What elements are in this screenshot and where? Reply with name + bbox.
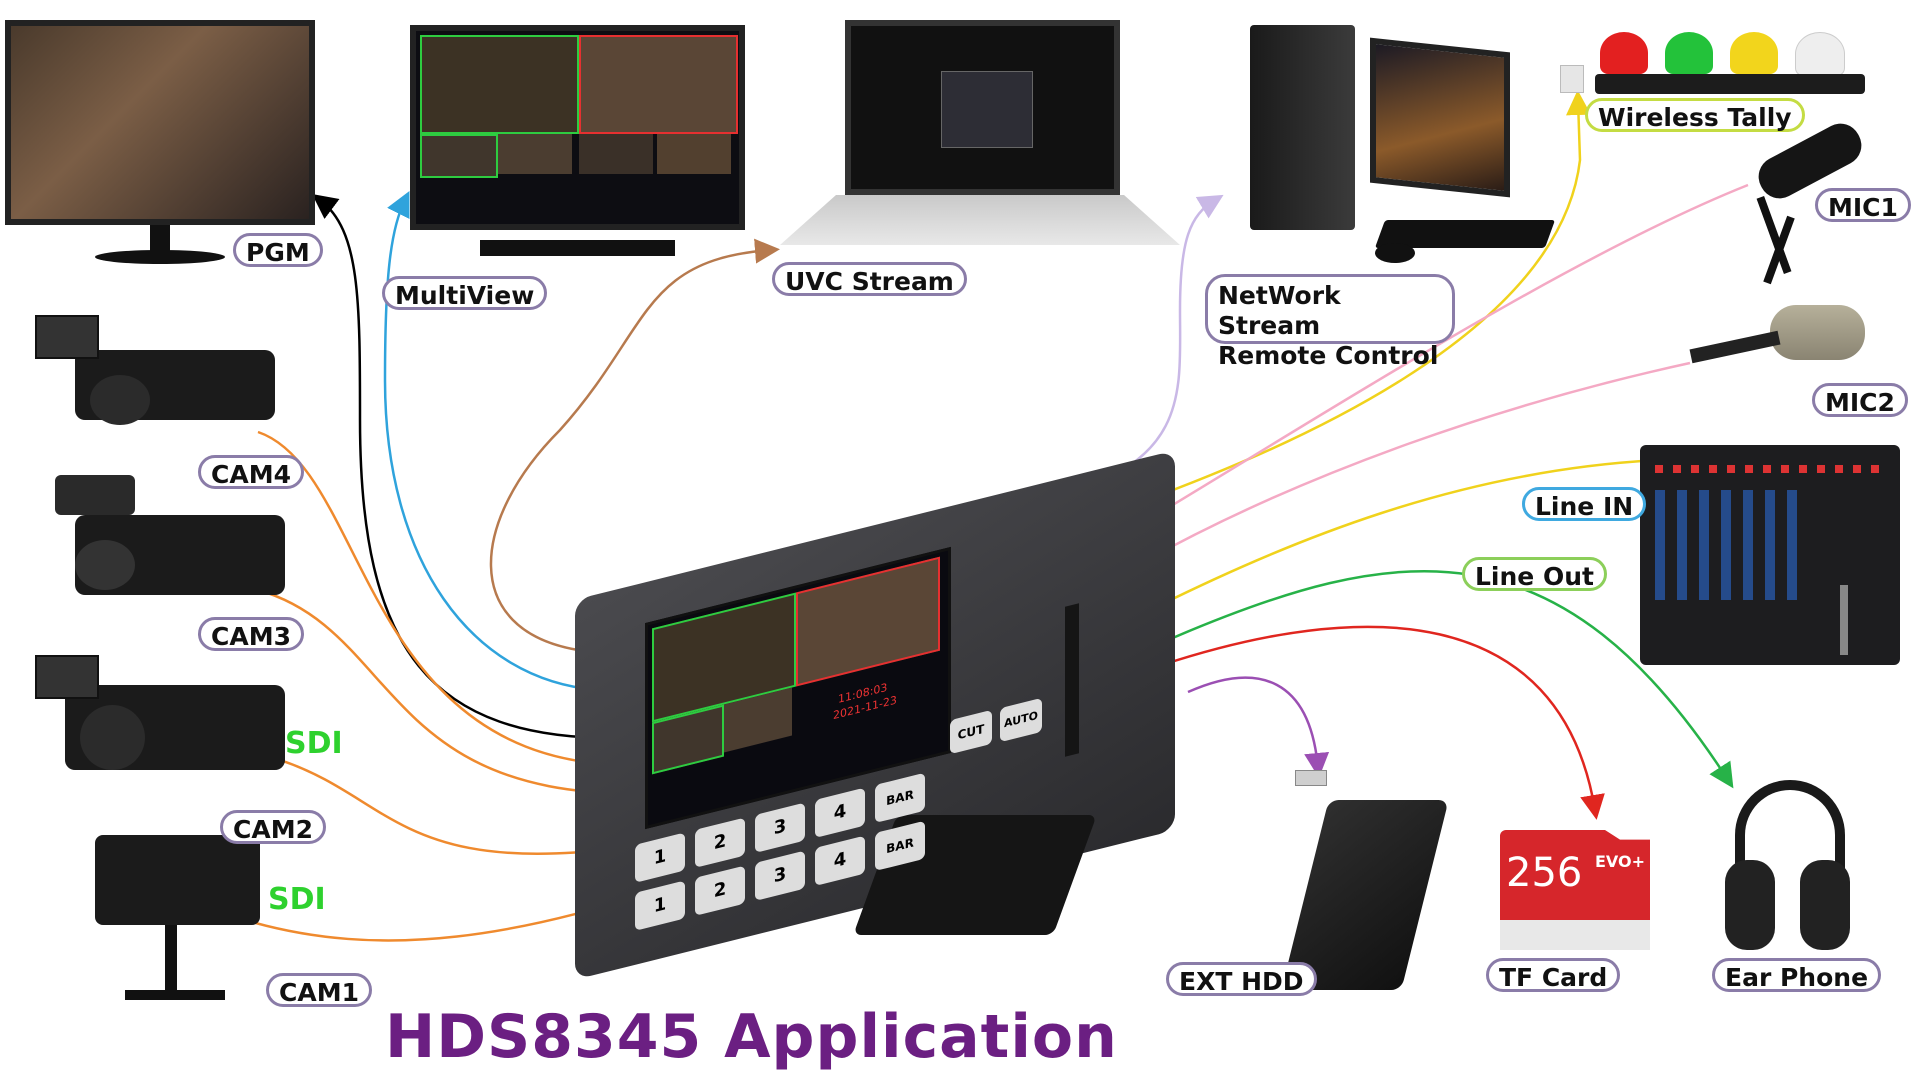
network-stream-label: NetWork Stream Remote Control <box>1205 274 1455 370</box>
uvc-wire <box>489 238 780 652</box>
tf-card-capacity: 256 <box>1506 850 1583 896</box>
sdi-label-2: SDI <box>268 882 326 917</box>
cam2-camera <box>35 640 295 785</box>
ext-hdd-label: EXT HDD <box>1166 962 1317 996</box>
external-hdd <box>1281 770 1460 1000</box>
multiview-monitor <box>410 25 745 260</box>
hds8345-device: 11:08:03 2021-11-23 1 2 3 4 BAR 1 2 3 4 … <box>575 450 1195 980</box>
line-in-wire <box>1131 458 1661 620</box>
button-pvw-1[interactable]: 1 <box>635 880 685 931</box>
cam3-wire <box>257 588 670 807</box>
button-bar-2[interactable]: BAR <box>875 820 925 872</box>
cam3-camera <box>55 465 295 610</box>
button-pvw-3[interactable]: 3 <box>755 850 805 901</box>
network-stream-line2: Remote Control <box>1218 341 1439 370</box>
t-bar[interactable] <box>1065 603 1079 757</box>
button-pvw-2[interactable]: 2 <box>695 865 745 916</box>
cam2-label: CAM2 <box>220 810 326 844</box>
tf-card-label: TF Card <box>1486 958 1621 992</box>
hdd-wire <box>1187 676 1330 778</box>
laptop <box>780 20 1180 260</box>
audio-mixer <box>1640 445 1900 665</box>
wireless-tally-label: Wireless Tally <box>1585 98 1805 132</box>
uvc-stream-label: UVC Stream <box>772 262 967 296</box>
tally-wire <box>1074 90 1591 527</box>
network-stream-line1: NetWork Stream <box>1218 281 1341 340</box>
cam3-label: CAM3 <box>198 617 304 651</box>
ear-phone-label: Ear Phone <box>1712 958 1882 992</box>
mic2 <box>1689 300 1875 390</box>
line-out-label: Line Out <box>1462 557 1607 591</box>
cam4-label: CAM4 <box>198 455 304 489</box>
cam1-label: CAM1 <box>266 973 372 1007</box>
multiview-label: MultiView <box>382 276 548 310</box>
tally-lights <box>1560 30 1870 100</box>
tf-wire <box>1161 625 1605 820</box>
tf-card-brand: EVO+ <box>1595 852 1646 871</box>
pgm-wire <box>312 193 621 740</box>
sdi-label-1: SDI <box>285 726 343 761</box>
cam1-camera <box>85 820 270 1010</box>
cam4-camera <box>35 305 290 435</box>
multiview-wire <box>383 191 599 692</box>
mic1-label: MIC1 <box>1815 188 1911 222</box>
desktop-pc <box>1250 25 1560 265</box>
mic2-wire <box>1106 361 1691 584</box>
line-in-label: Line IN <box>1522 487 1647 521</box>
tf-card: 256 EVO+ <box>1500 830 1650 950</box>
pgm-monitor <box>5 20 315 264</box>
mic1-wire <box>1089 183 1749 556</box>
button-pvw-4[interactable]: 4 <box>815 835 865 887</box>
mic2-label: MIC2 <box>1812 383 1908 417</box>
headphones <box>1725 780 1855 960</box>
page-title: HDS8345 Application <box>385 1002 1118 1072</box>
pgm-label: PGM <box>233 233 323 267</box>
